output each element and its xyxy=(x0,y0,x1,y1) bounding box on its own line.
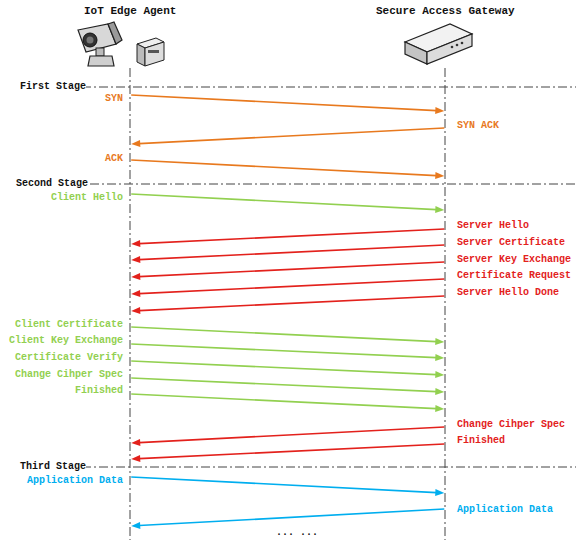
arrowhead xyxy=(131,522,140,529)
message-arrow xyxy=(131,344,444,361)
message-arrow xyxy=(131,394,444,412)
participant-name: Secure Access Gateway xyxy=(376,5,515,17)
message-label: Finished xyxy=(75,385,123,397)
message-label: Certificate Request xyxy=(457,270,571,282)
gateway-icon xyxy=(405,24,472,64)
message-label: Client Hello xyxy=(51,192,123,204)
stage-separator xyxy=(82,467,576,468)
message-line xyxy=(139,509,444,526)
message-label: SYN ACK xyxy=(457,120,499,132)
message-label: Client Certificate xyxy=(15,319,123,331)
participant: Secure Access Gateway xyxy=(376,5,515,17)
message-arrow xyxy=(131,444,444,462)
lifeline xyxy=(445,68,446,540)
arrowhead xyxy=(131,307,140,314)
message-line xyxy=(131,361,436,375)
message-label: ACK xyxy=(105,153,123,165)
message-arrow xyxy=(131,361,444,378)
stage-label: Third Stage xyxy=(20,461,86,473)
message-line xyxy=(131,394,436,409)
message-line xyxy=(139,279,444,294)
arrowhead xyxy=(131,240,140,247)
camera-icon xyxy=(78,22,122,66)
message-label: Change Cihper Spec xyxy=(15,369,123,381)
message-label: Server Hello xyxy=(457,220,529,232)
message-arrow xyxy=(131,279,444,297)
message-line xyxy=(131,327,436,342)
continuation-mark: ... ... xyxy=(276,527,318,539)
arrowhead xyxy=(435,107,444,114)
arrowhead xyxy=(435,206,444,213)
arrowhead xyxy=(435,338,444,345)
arrowhead xyxy=(131,455,140,462)
stage-separator xyxy=(82,87,576,88)
message-arrow xyxy=(131,509,444,529)
message-line xyxy=(139,245,444,260)
message-line xyxy=(131,477,436,493)
message-arrow xyxy=(131,427,444,446)
stage-separator xyxy=(90,184,576,185)
message-line xyxy=(131,378,436,392)
lifeline xyxy=(130,68,131,540)
participant: IoT Edge Agent xyxy=(84,5,176,17)
participant-name: IoT Edge Agent xyxy=(84,5,176,17)
message-line xyxy=(131,194,436,210)
message-label: Server Certificate xyxy=(457,237,565,249)
message-line xyxy=(139,229,444,244)
message-line xyxy=(131,344,436,358)
arrowhead xyxy=(435,489,444,496)
message-line xyxy=(139,296,444,311)
message-line xyxy=(139,427,444,443)
arrowhead xyxy=(131,140,140,147)
message-arrow xyxy=(131,95,444,114)
message-label: SYN xyxy=(105,93,123,105)
stage-label: Second Stage xyxy=(16,178,88,190)
message-label: Application Data xyxy=(27,475,123,487)
message-arrow xyxy=(131,229,444,247)
message-line xyxy=(131,160,436,176)
arrowhead xyxy=(435,405,444,412)
message-line xyxy=(139,262,444,277)
message-label: Change Cihper Spec xyxy=(457,419,565,431)
arrowhead xyxy=(435,354,444,361)
message-label: Certificate Verify xyxy=(15,352,123,364)
arrowhead xyxy=(131,273,140,280)
message-line xyxy=(139,444,444,459)
message-arrow xyxy=(131,296,444,314)
message-label: Server Hello Done xyxy=(457,287,559,299)
arrowhead xyxy=(435,172,444,179)
arrowhead xyxy=(435,388,444,395)
message-label: Application Data xyxy=(457,504,553,516)
edge-device-icon xyxy=(137,38,164,66)
stage-label: First Stage xyxy=(20,81,86,93)
message-arrow xyxy=(131,378,444,395)
message-arrow xyxy=(131,194,444,213)
message-label: Finished xyxy=(457,435,505,447)
arrowhead xyxy=(131,256,140,263)
message-line xyxy=(131,95,436,111)
message-line xyxy=(139,128,444,144)
message-arrow xyxy=(131,128,444,147)
message-label: Client Key Exchange xyxy=(9,335,123,347)
arrowhead xyxy=(131,290,140,297)
message-arrow xyxy=(131,327,444,345)
message-arrow xyxy=(131,262,444,280)
message-arrow xyxy=(131,245,444,263)
arrowhead xyxy=(435,371,444,378)
message-arrow xyxy=(131,477,444,496)
message-label: Server Key Exchange xyxy=(457,254,571,266)
message-arrow xyxy=(131,160,444,179)
arrowhead xyxy=(131,439,140,446)
